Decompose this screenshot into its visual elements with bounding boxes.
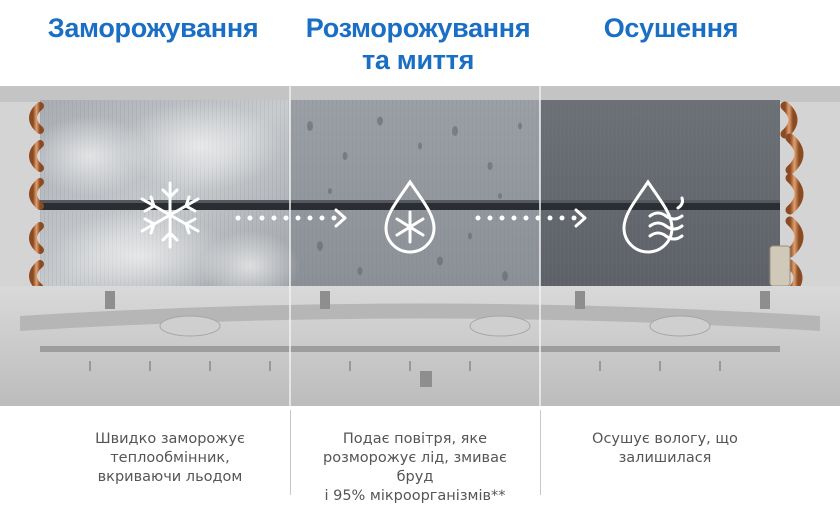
description-line: розморожує лід, змиває бруд xyxy=(323,450,507,485)
arrow-right-icon xyxy=(475,208,587,228)
arrow-right-icon xyxy=(235,208,347,228)
stage-description-drying: Осушує вологу, що залишилася xyxy=(560,430,770,468)
water-drop-snowflake-icon xyxy=(384,179,436,254)
stage-title-thawing-washing: Розморожування та миття xyxy=(278,12,558,76)
column-divider xyxy=(540,410,541,495)
description-line: вкриваючи льодом xyxy=(97,469,243,485)
stage-title-thawing-line2: та миття xyxy=(361,45,475,75)
description-line: Швидко заморожує xyxy=(95,431,245,447)
column-divider xyxy=(290,410,291,495)
stage-description-freezing: Швидко заморожує теплообмінник, вкриваюч… xyxy=(60,430,280,487)
stage-description-thawing: Подає повітря, яке розморожує лід, змива… xyxy=(305,430,525,506)
stage-title-freezing: Заморожування xyxy=(47,13,259,43)
description-line: залишилася xyxy=(618,450,712,466)
heat-exchanger-illustration xyxy=(0,86,840,406)
heat-exchanger-graphic xyxy=(0,86,840,406)
description-line: Подає повітря, яке xyxy=(342,431,488,447)
stage-title-thawing-line1: Розморожування xyxy=(305,13,531,43)
drop-wind-icon xyxy=(622,179,684,254)
snowflake-icon xyxy=(140,181,200,249)
description-line: і 95% мікроорганізмів** xyxy=(324,488,506,504)
description-line: Осушує вологу, що xyxy=(592,431,738,447)
stage-title-drying: Осушення xyxy=(603,13,739,43)
description-line: теплообмінник, xyxy=(110,450,230,466)
